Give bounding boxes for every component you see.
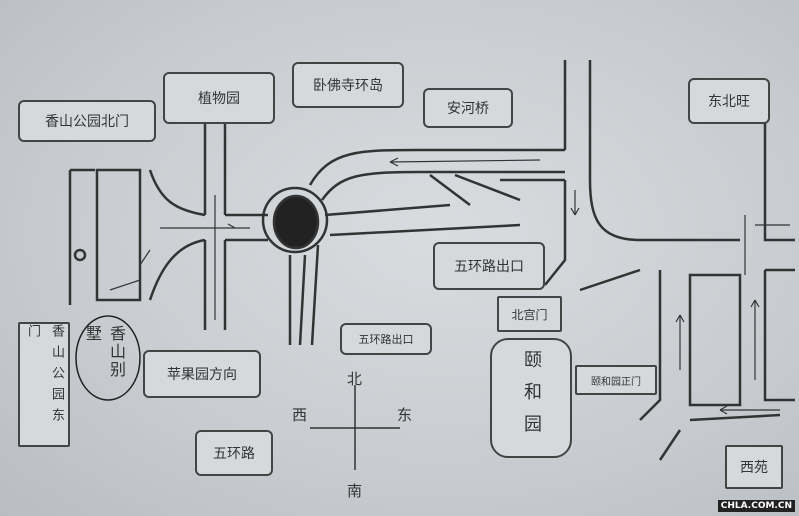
watermark: CHLA.COM.CN: [717, 500, 795, 512]
label-pingguoyuan-direction: 苹果园方向: [143, 350, 261, 398]
label-summer-palace-main-gate: 颐和园正门: [575, 365, 657, 395]
xiangshan-villa-circle: [75, 315, 141, 401]
label-xiangshan-north-gate: 香山公园北门: [18, 100, 156, 142]
label-botanical-garden: 植物园: [163, 72, 275, 124]
label-anhe-bridge: 安河桥: [423, 88, 513, 128]
label-fifth-ring-road: 五环路: [195, 430, 273, 476]
label-xiangshan-villa: 香山别墅: [83, 325, 126, 379]
compass-cross: [310, 385, 400, 470]
label-summer-palace: 颐和园: [490, 338, 572, 458]
wofosi-roundabout: [261, 186, 329, 254]
east-roads: [308, 60, 795, 461]
label-fifth-ring-exit-south: 五环路出口: [340, 323, 432, 355]
label-dongbeiwang: 东北旺: [688, 78, 770, 124]
direction-arrows: [109, 157, 790, 415]
label-xiyuan: 西苑: [725, 445, 783, 489]
label-xiangshan-east-gate: 香山公园东门: [18, 322, 70, 447]
label-wofosi-roundabout: 卧佛寺环岛: [292, 62, 404, 108]
compass-east: 东: [397, 406, 413, 424]
label-beigongmen: 北宫门: [497, 296, 562, 332]
xiangshan-roads: [68, 100, 268, 330]
compass-south: 南: [347, 482, 363, 500]
compass-west: 西: [292, 406, 308, 424]
compass-north: 北: [347, 370, 363, 388]
label-fifth-ring-exit: 五环路出口: [433, 242, 545, 290]
